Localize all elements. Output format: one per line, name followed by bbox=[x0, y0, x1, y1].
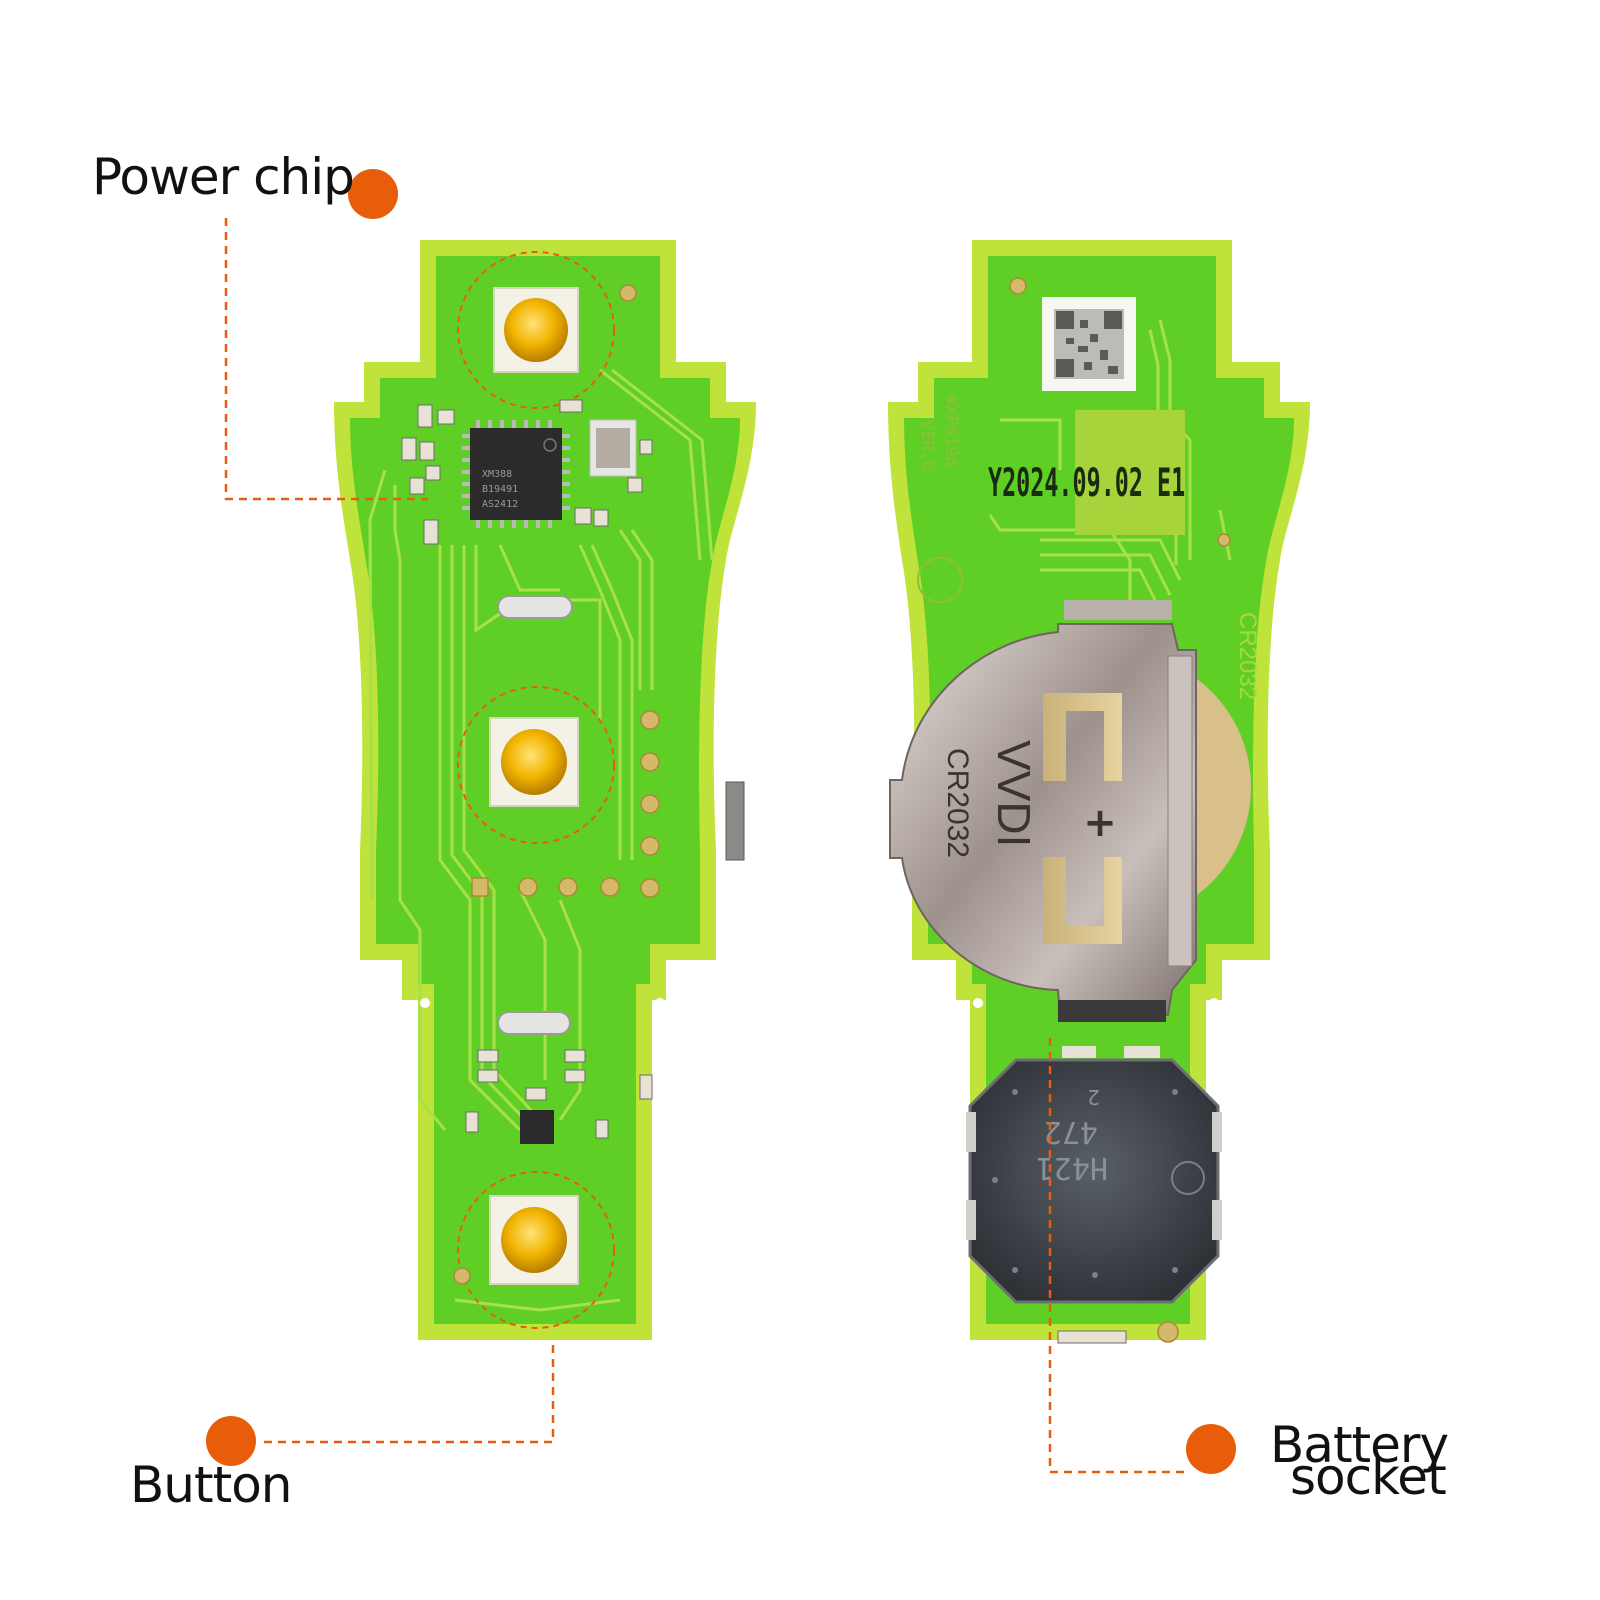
side-contact bbox=[725, 781, 745, 861]
mount-hole-left-back bbox=[973, 998, 983, 1008]
button-highlight-middle bbox=[457, 686, 615, 844]
chip-marking-3: AS2412 bbox=[482, 499, 518, 510]
leader-lines bbox=[224, 218, 1188, 1474]
leader-battery bbox=[1048, 1038, 1188, 1474]
smd-components bbox=[401, 399, 653, 1139]
battery-socket-marker bbox=[1186, 1424, 1236, 1474]
inductor-marking-1: 472 bbox=[1044, 1114, 1098, 1149]
tact-button-bottom bbox=[489, 1195, 579, 1285]
back-board: Y2024.09.02 E1 #XP0198 VER.0 CR2032 + VV… bbox=[888, 240, 1310, 1344]
button-highlight-bottom bbox=[457, 1171, 615, 1329]
version-marking: VER.0 bbox=[917, 420, 937, 471]
front-board: XM388 B19491 AS2412 bbox=[334, 240, 756, 1340]
back-pads bbox=[1009, 277, 1231, 1343]
front-traces bbox=[368, 368, 714, 1312]
battery-socket: + VVDI CR2032 bbox=[889, 600, 1251, 1022]
qr-code bbox=[1042, 297, 1136, 391]
button-marker bbox=[206, 1416, 256, 1466]
small-ic bbox=[520, 1110, 554, 1144]
battery-socket-label-line1: Battery bbox=[1270, 1416, 1449, 1474]
leader-button bbox=[264, 1340, 555, 1444]
power-chip-marker bbox=[348, 169, 398, 219]
button-highlight-top bbox=[457, 251, 615, 409]
inductor-marking-2: H421 bbox=[1036, 1150, 1108, 1185]
battery-socket-label-line2: socket bbox=[1290, 1448, 1447, 1506]
mount-hole-right-back bbox=[1209, 998, 1219, 1008]
slot-pad-lower bbox=[497, 1011, 571, 1035]
mount-hole-right bbox=[655, 998, 665, 1008]
tact-button-middle bbox=[489, 717, 579, 807]
copper-pour bbox=[1075, 410, 1185, 535]
battery-type-marking: CR2032 bbox=[1234, 612, 1261, 700]
inductor-pin-marking: 2 bbox=[1087, 1085, 1100, 1109]
holder-brand-marking: VVDI bbox=[988, 740, 1040, 847]
power-chip-label: Power chip bbox=[92, 148, 355, 206]
slot-pad-upper bbox=[497, 595, 573, 619]
holder-type-marking: CR2032 bbox=[941, 748, 974, 858]
smd-led bbox=[1057, 1330, 1127, 1344]
date-code: Y2024.09.02 E1 bbox=[988, 460, 1185, 506]
mount-hole-left bbox=[420, 998, 430, 1008]
power-chip: XM388 B19491 AS2412 bbox=[462, 420, 570, 528]
battery-plus-sign: + bbox=[1083, 800, 1117, 846]
leader-power-chip bbox=[224, 218, 428, 501]
chip-marking-2: B19491 bbox=[482, 484, 518, 495]
button-label: Button bbox=[130, 1456, 292, 1514]
chip-marking-1: XM388 bbox=[482, 469, 512, 480]
part-number: #XP0198 bbox=[941, 395, 961, 467]
tact-button-top bbox=[493, 287, 579, 373]
test-pads bbox=[453, 284, 660, 1285]
inductor: 472 H421 2 bbox=[966, 1046, 1222, 1304]
brand-logo-icon bbox=[917, 557, 963, 603]
crystal-oscillator bbox=[589, 419, 637, 477]
